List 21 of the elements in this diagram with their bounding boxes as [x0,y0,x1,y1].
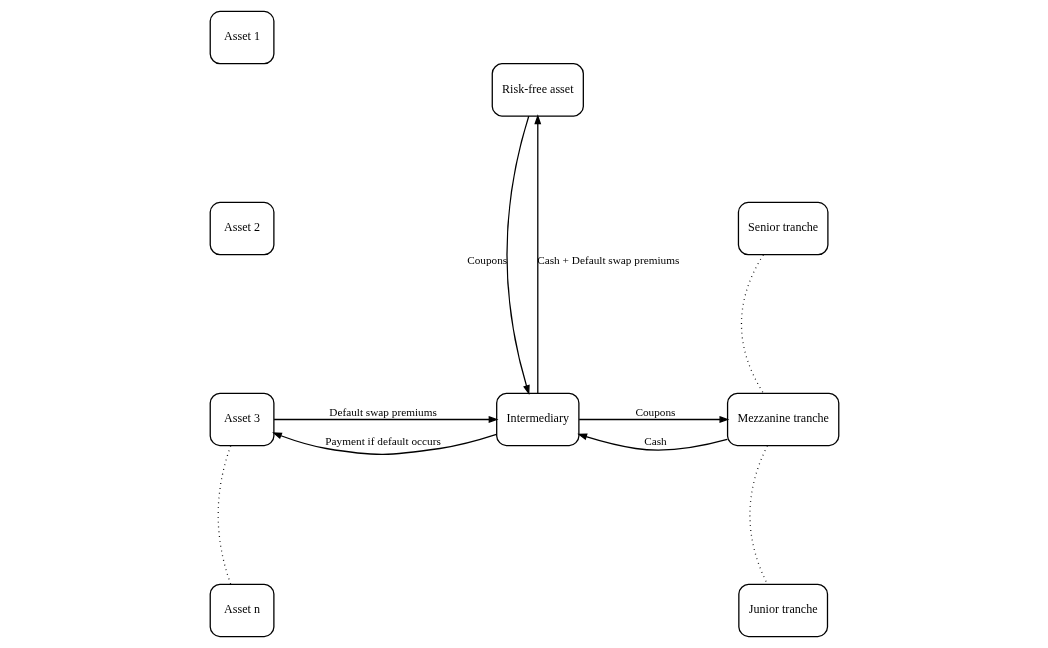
node-box: Junior tranche [737,583,828,638]
arrow [272,416,498,423]
arrow [533,114,541,394]
edge-label: Cash [643,435,667,448]
node-box: Asset n [209,583,275,638]
arrow [271,432,497,456]
arrow [505,115,530,395]
node-box: Asset 2 [209,201,275,256]
arrow [578,416,729,423]
edge-label: Default swap premiums [328,406,437,419]
edge-label: Coupons [634,406,675,419]
edge-label: Coupons [466,253,507,266]
arrow [576,433,728,451]
node-box: Asset 1 [209,10,275,65]
node-box: Risk-free asset [491,63,584,117]
edge-label: Payment if default occurs [324,435,441,448]
node-box: Mezzanine tranche [726,392,839,447]
node-box: Senior tranche [737,201,829,256]
node-box: Intermediary [495,392,580,447]
connector [217,445,231,585]
node-box: Asset 3 [209,392,275,447]
